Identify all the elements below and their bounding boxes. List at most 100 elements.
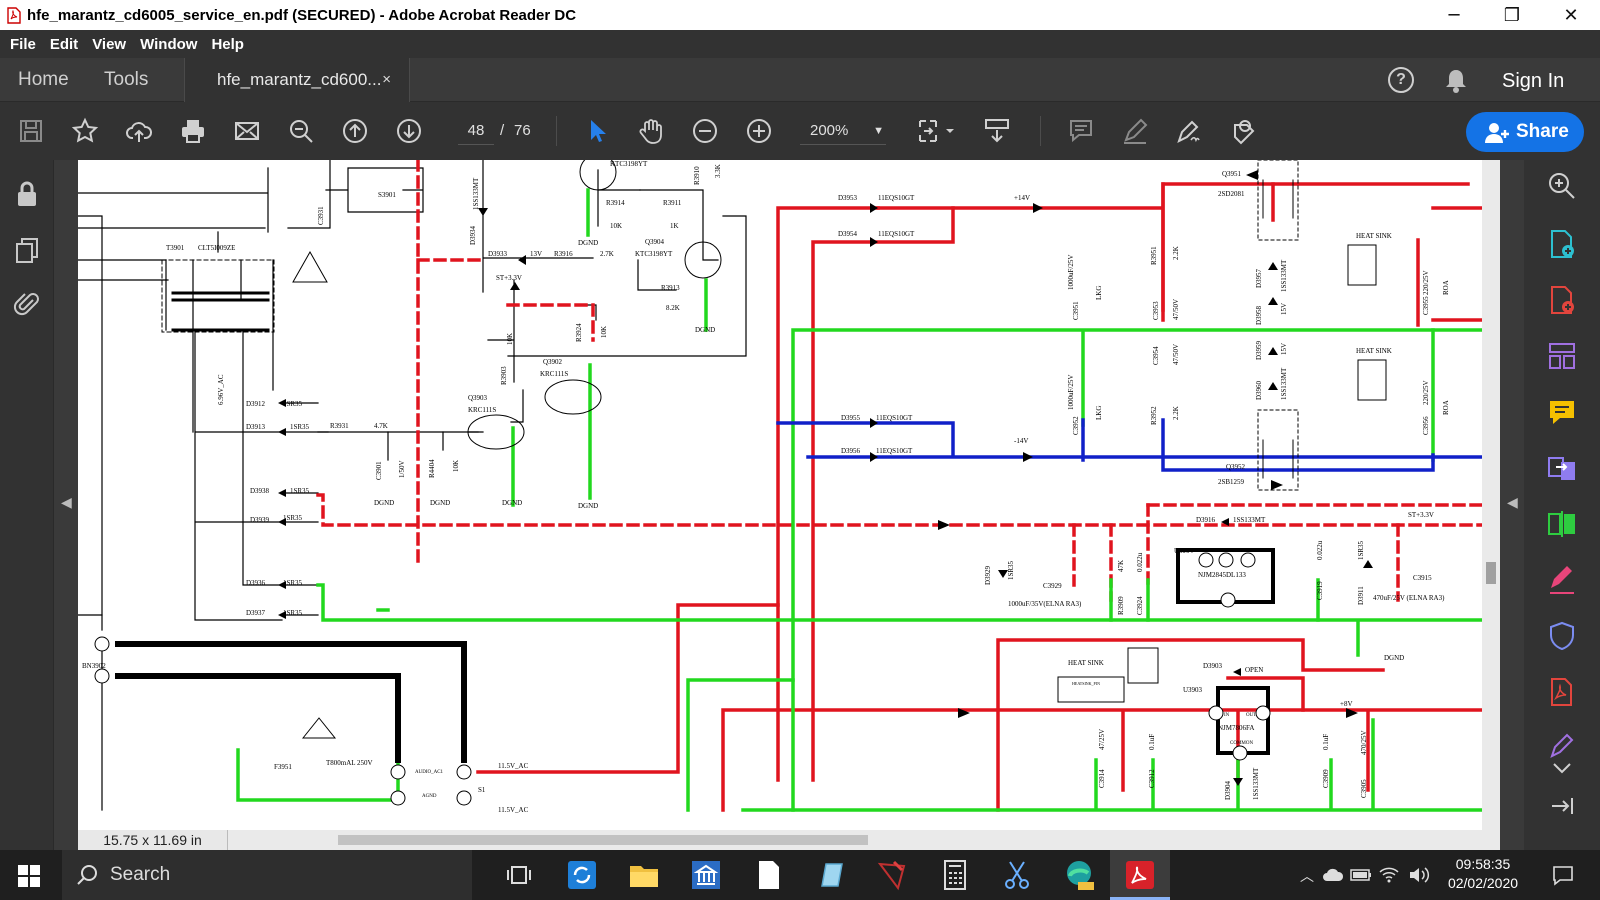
- right-panel-toggle[interactable]: ◀: [1500, 160, 1524, 850]
- notification-center-icon[interactable]: [1552, 864, 1574, 886]
- windows-taskbar: Search ︿ 09:58:35 02/02/2020: [0, 850, 1600, 900]
- label-15v: 15V: [1280, 343, 1288, 355]
- label-in: IN: [1224, 713, 1230, 718]
- chevron-left-icon: ◀: [61, 494, 72, 510]
- label-c3952: C3952: [1072, 416, 1080, 435]
- label-d3957: D3957: [1255, 268, 1263, 288]
- hand-tool-icon[interactable]: [636, 116, 666, 146]
- acrobat-pdf-icon[interactable]: [1546, 676, 1578, 708]
- comment-tool-icon[interactable]: [1546, 396, 1578, 428]
- menu-edit[interactable]: Edit: [49, 35, 79, 53]
- page-down-icon[interactable]: [394, 116, 424, 146]
- sign-in-link[interactable]: Sign In: [1502, 70, 1565, 92]
- vertical-scroll-thumb[interactable]: [1486, 562, 1496, 584]
- tab-bar: Home Tools hfe_marantz_cd600... × ? Sign…: [0, 58, 1600, 103]
- task-view-icon[interactable]: [502, 858, 536, 892]
- highlight-pen-icon[interactable]: [1120, 116, 1150, 146]
- label-plus8v: +8V: [1340, 700, 1353, 708]
- zoom-select[interactable]: 200%▼: [800, 117, 886, 145]
- onedrive-cloud-icon[interactable]: [1322, 868, 1344, 882]
- attachment-icon[interactable]: [13, 290, 41, 318]
- horizontal-scrollbar[interactable]: [228, 830, 1482, 850]
- bank-app-icon[interactable]: [689, 858, 723, 892]
- pdf-editor-icon[interactable]: [876, 858, 910, 892]
- label-r3951: R3951: [1150, 246, 1158, 265]
- maximize-button[interactable]: ❐: [1503, 4, 1521, 26]
- create-pdf-icon[interactable]: [1546, 284, 1578, 316]
- taskbar-clock[interactable]: 09:58:35 02/02/2020: [1440, 855, 1526, 893]
- menu-window[interactable]: Window: [140, 35, 198, 53]
- label-c3924: C3924: [1136, 596, 1144, 615]
- chevron-down-icon[interactable]: [1546, 752, 1578, 784]
- left-panel-toggle[interactable]: ◀: [54, 160, 78, 850]
- horizontal-scroll-thumb[interactable]: [338, 835, 868, 845]
- zoom-tool-icon[interactable]: [1546, 170, 1578, 202]
- lock-icon[interactable]: [13, 180, 41, 208]
- scroll-mode-icon[interactable]: [982, 116, 1012, 146]
- document-viewport[interactable]: S3901 C3931 T3901 CLT5I009ZE 6.96V_AC D3…: [78, 160, 1500, 850]
- label-1sr35: 1SR35: [283, 514, 303, 522]
- tablet-app-icon[interactable]: [814, 858, 848, 892]
- collapse-panel-icon[interactable]: [1546, 790, 1578, 822]
- edge-dev-icon[interactable]: [1062, 858, 1096, 892]
- protect-shield-icon[interactable]: [1546, 620, 1578, 652]
- sync-app-icon[interactable]: [565, 858, 599, 892]
- page-number-input[interactable]: 48: [458, 117, 494, 145]
- save-icon[interactable]: [16, 116, 46, 146]
- bell-icon[interactable]: [1444, 68, 1468, 94]
- fit-page-icon[interactable]: [914, 116, 958, 146]
- tray-chevron-up-icon[interactable]: ︿: [1300, 868, 1314, 884]
- stamp-tool-icon[interactable]: [1228, 116, 1258, 146]
- calculator-icon[interactable]: [938, 858, 972, 892]
- label-u3903: U3903: [1183, 686, 1203, 694]
- tab-close-icon[interactable]: ×: [382, 71, 391, 88]
- print-icon[interactable]: [178, 116, 208, 146]
- search-icon[interactable]: [286, 116, 316, 146]
- label-ktc3198yt: KTC3198YT: [610, 160, 648, 168]
- windows-start-icon[interactable]: [18, 865, 40, 887]
- cloud-upload-icon[interactable]: [124, 116, 154, 146]
- pages-icon[interactable]: [13, 236, 41, 264]
- share-button[interactable]: Share: [1466, 112, 1584, 152]
- label-q3951: Q3951: [1222, 170, 1242, 178]
- taskbar-search-box[interactable]: Search: [62, 850, 472, 900]
- compare-files-icon[interactable]: [1546, 508, 1578, 540]
- sign-pen-icon[interactable]: [1174, 116, 1204, 146]
- select-cursor-icon[interactable]: [582, 116, 612, 146]
- edit-tool-icon[interactable]: [1546, 732, 1578, 764]
- document-app-icon[interactable]: [752, 858, 786, 892]
- volume-icon[interactable]: [1408, 865, 1430, 885]
- organize-pages-icon[interactable]: [1546, 340, 1578, 372]
- menu-view[interactable]: View: [92, 35, 127, 53]
- star-icon[interactable]: [70, 116, 100, 146]
- comment-icon[interactable]: [1066, 116, 1096, 146]
- help-icon[interactable]: ?: [1388, 67, 1414, 93]
- page-total: 76: [514, 122, 531, 139]
- tab-tools[interactable]: Tools: [104, 69, 149, 90]
- zoom-out-icon[interactable]: [690, 116, 720, 146]
- wifi-icon[interactable]: [1378, 864, 1400, 884]
- page-up-icon[interactable]: [340, 116, 370, 146]
- mail-icon[interactable]: [232, 116, 262, 146]
- chevron-down-icon: ▼: [873, 125, 884, 137]
- close-button[interactable]: ✕: [1563, 4, 1579, 26]
- label-c3912: C3912: [1148, 769, 1156, 788]
- export-pdf-icon[interactable]: [1546, 228, 1578, 260]
- fill-sign-icon[interactable]: [1546, 564, 1578, 596]
- acrobat-reader-icon[interactable]: [1123, 858, 1157, 892]
- tab-home[interactable]: Home: [18, 69, 69, 90]
- menu-file[interactable]: File: [10, 35, 36, 53]
- snipping-tool-icon[interactable]: [1000, 858, 1034, 892]
- vertical-scrollbar[interactable]: [1482, 160, 1500, 850]
- label-11-5v-ac: 11.5V_AC: [498, 762, 529, 770]
- file-explorer-icon[interactable]: [627, 858, 661, 892]
- battery-icon[interactable]: [1350, 868, 1372, 882]
- menu-help[interactable]: Help: [211, 35, 244, 53]
- label-1sr35: 1SR35: [290, 487, 310, 495]
- label-r3931: R3931: [330, 422, 349, 430]
- tab-document[interactable]: hfe_marantz_cd600... ×: [184, 58, 410, 103]
- minimize-button[interactable]: ─: [1448, 4, 1460, 26]
- zoom-in-icon[interactable]: [744, 116, 774, 146]
- label-c3955-value: 220/25V: [1422, 271, 1430, 296]
- combine-files-icon[interactable]: [1546, 452, 1578, 484]
